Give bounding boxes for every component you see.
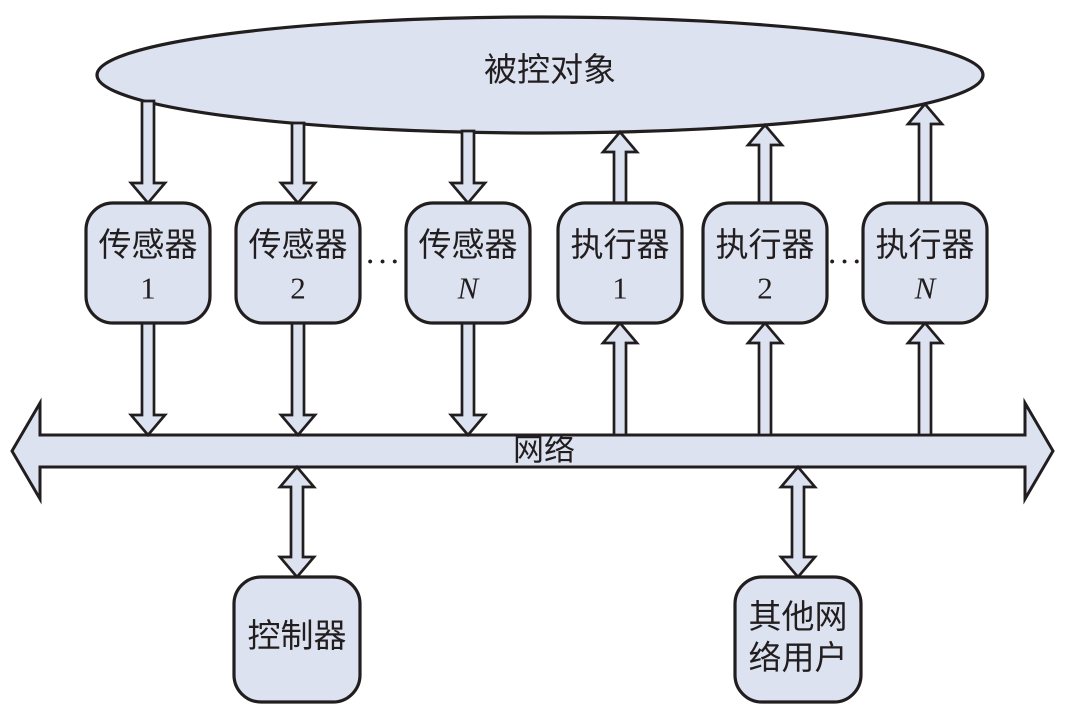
sensor-2-label: 传感器 [249,227,348,264]
arrow-network-controller-bidirectional [277,464,317,580]
sensor-n-index: N [457,271,481,306]
sensor-n-box [404,201,532,325]
arrow-actuator-1-to-plant [600,129,640,205]
sensor-1-index: 1 [140,271,156,306]
sensor-ellipsis-dots: ··· [365,244,402,281]
other-network-user-label-line2: 络用户 [749,640,848,677]
other-network-user-label-line1: 其他网 [749,599,848,636]
arrow-sensor-2-to-network [278,321,318,438]
controller-box [232,575,362,704]
sensor-2-box [234,201,362,325]
arrow-plant-to-sensor-n [448,129,488,206]
network-bus-arrow [10,397,1055,505]
network-label: 网络 [513,433,575,468]
actuator-2-index: 2 [757,271,773,306]
arrow-actuator-n-to-plant [905,101,945,205]
sensor-n-label: 传感器 [419,227,518,264]
actuator-n-label: 执行器 [876,227,975,264]
actuator-n-index: N [914,271,938,306]
arrow-network-to-actuator-n [905,320,945,437]
arrow-actuator-2-to-plant [745,122,785,205]
actuator-1-box [556,201,684,325]
arrow-network-other-user-bidirectional [778,464,818,580]
plant-label: 被控对象 [484,52,616,89]
arrow-sensor-1-to-network [128,321,168,438]
actuator-1-label: 执行器 [571,227,670,264]
other-network-user-box [733,575,863,704]
sensor-2-index: 2 [290,271,306,306]
arrow-plant-to-sensor-1 [128,99,168,206]
arrow-network-to-actuator-1 [600,320,640,437]
actuator-2-label: 执行器 [716,227,815,264]
controller-label: 控制器 [248,618,347,655]
arrow-plant-to-sensor-2 [278,121,318,206]
plant-ellipse [95,15,985,135]
sensor-1-box [84,201,212,325]
actuator-1-index: 1 [612,271,628,306]
actuator-ellipsis-dots: ··· [827,244,864,281]
actuator-n-box [861,201,989,325]
arrow-network-to-actuator-2 [745,320,785,437]
sensor-1-label: 传感器 [99,227,198,264]
actuator-2-box [701,201,829,325]
arrow-sensor-n-to-network [448,321,488,438]
